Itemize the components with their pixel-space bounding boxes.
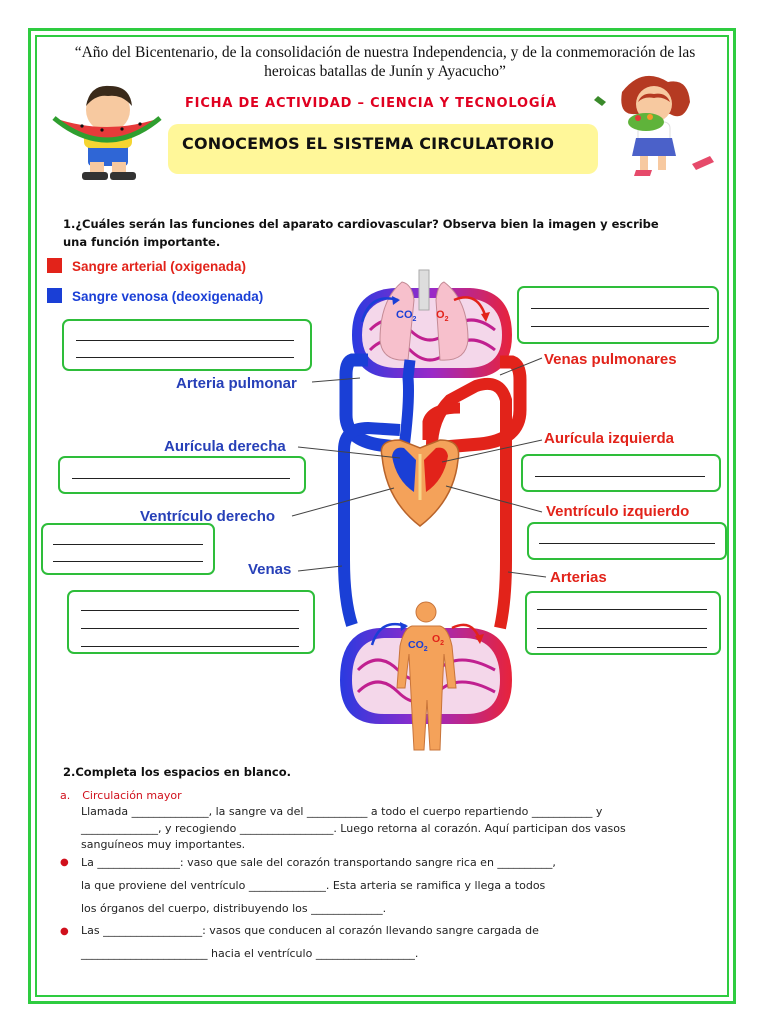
bullet-2-line-1: Las __________________: vasos que conduc… xyxy=(81,924,539,937)
vena-cava-vessel xyxy=(338,421,401,627)
section-a-letter: a. xyxy=(60,789,71,802)
answer-line xyxy=(81,610,299,611)
label-arterias: Arterias xyxy=(550,569,607,586)
answer-line xyxy=(53,544,203,545)
legend-swatch-venosa xyxy=(47,288,62,303)
boy-eating-watermelon-illustration xyxy=(52,85,162,180)
answer-box-ventriculo-derecho[interactable] xyxy=(41,523,215,575)
pulmonary-artery-vessel xyxy=(339,353,405,455)
bullet-1-line-1: La _______________: vaso que sale del co… xyxy=(81,856,556,869)
answer-line xyxy=(72,478,290,479)
page-border-outer xyxy=(28,28,736,1004)
answer-line xyxy=(81,646,299,647)
bullet-1-line-3: los órganos del cuerpo, distribuyendo lo… xyxy=(81,902,387,915)
aorta-vessel xyxy=(425,377,512,630)
answer-line xyxy=(531,326,709,327)
answer-box-venas-pulmonares[interactable] xyxy=(517,286,719,344)
answer-line xyxy=(76,340,294,341)
legend-arterial: Sangre arterial (oxigenada) xyxy=(47,258,246,274)
co2-label-bottom: CO2 xyxy=(408,639,428,653)
question-2: 2.Completa los espacios en blanco. xyxy=(63,765,291,779)
paragraph-1-line-3: sanguíneos muy importantes. xyxy=(81,838,246,851)
answer-box-ventriculo-izquierdo[interactable] xyxy=(527,522,727,560)
answer-line xyxy=(537,647,707,648)
question-1: 1.¿Cuáles serán las funciones del aparat… xyxy=(63,217,659,249)
title-banner xyxy=(168,124,598,174)
leader-lines xyxy=(291,357,547,578)
paragraph-1-line-1: Llamada ______________, la sangre va del… xyxy=(81,805,603,818)
girl-with-salad-illustration xyxy=(594,75,714,176)
answer-line xyxy=(537,609,707,610)
paragraph-1-line-2: ______________, y recogiendo ___________… xyxy=(81,822,626,835)
co2-label-top: CO2 xyxy=(396,309,417,323)
section-a-heading: a. Circulación mayor xyxy=(60,789,182,802)
section-a-title: Circulación mayor xyxy=(82,789,182,802)
legend-label-arterial: Sangre arterial (oxigenada) xyxy=(72,259,247,274)
answer-line xyxy=(76,357,294,358)
answer-line xyxy=(81,628,299,629)
answer-line xyxy=(539,543,715,544)
answer-line xyxy=(535,476,705,477)
answer-box-venas[interactable] xyxy=(67,590,315,654)
bullet-icon: ● xyxy=(60,857,69,868)
human-body-figure xyxy=(396,601,457,751)
o2-label-bottom: O2 xyxy=(432,633,444,647)
answer-box-arteria-pulmonar[interactable] xyxy=(62,319,312,371)
answer-line xyxy=(53,561,203,562)
label-ventriculo-derecho: Ventrículo derecho xyxy=(140,508,276,525)
bullet-icon: ● xyxy=(60,926,69,937)
label-auricula-izquierda: Aurícula izquierda xyxy=(544,430,675,447)
label-venas-pulmonares: Venas pulmonares xyxy=(544,351,677,368)
label-venas: Venas xyxy=(248,561,292,578)
worksheet-subtitle: FICHA DE ACTIVIDAD – CIENCIA Y TECNOLOGÍ… xyxy=(185,96,557,111)
label-ventriculo-izquierdo: Ventrículo izquierdo xyxy=(546,503,690,520)
bullet-1-line-2: la que proviene del ventrículo _________… xyxy=(81,879,546,892)
answer-line xyxy=(537,628,707,629)
legend-swatch-arterial xyxy=(47,258,62,273)
answer-box-auricula-izquierda[interactable] xyxy=(521,454,721,492)
pulmonary-vein-vessel xyxy=(431,355,527,455)
answer-box-auricula-derecha[interactable] xyxy=(58,456,306,494)
legend-label-venosa: Sangre venosa (deoxigenada) xyxy=(72,289,264,304)
answer-line xyxy=(531,308,709,309)
label-arteria-pulmonar: Arteria pulmonar xyxy=(176,375,297,392)
worksheet-title: CONOCEMOS EL SISTEMA CIRCULATORIO xyxy=(182,134,555,153)
o2-label-top: O2 xyxy=(436,309,449,323)
answer-box-arterias[interactable] xyxy=(525,591,721,655)
bullet-2-line-2: _______________________ hacia el ventríc… xyxy=(81,947,419,960)
page-border-inner xyxy=(35,35,729,997)
label-auricula-derecha: Aurícula derecha xyxy=(164,438,286,455)
national-motto: “Año del Bicentenario, de la consolidaci… xyxy=(74,44,696,80)
legend-venosa: Sangre venosa (deoxigenada) xyxy=(47,288,263,304)
